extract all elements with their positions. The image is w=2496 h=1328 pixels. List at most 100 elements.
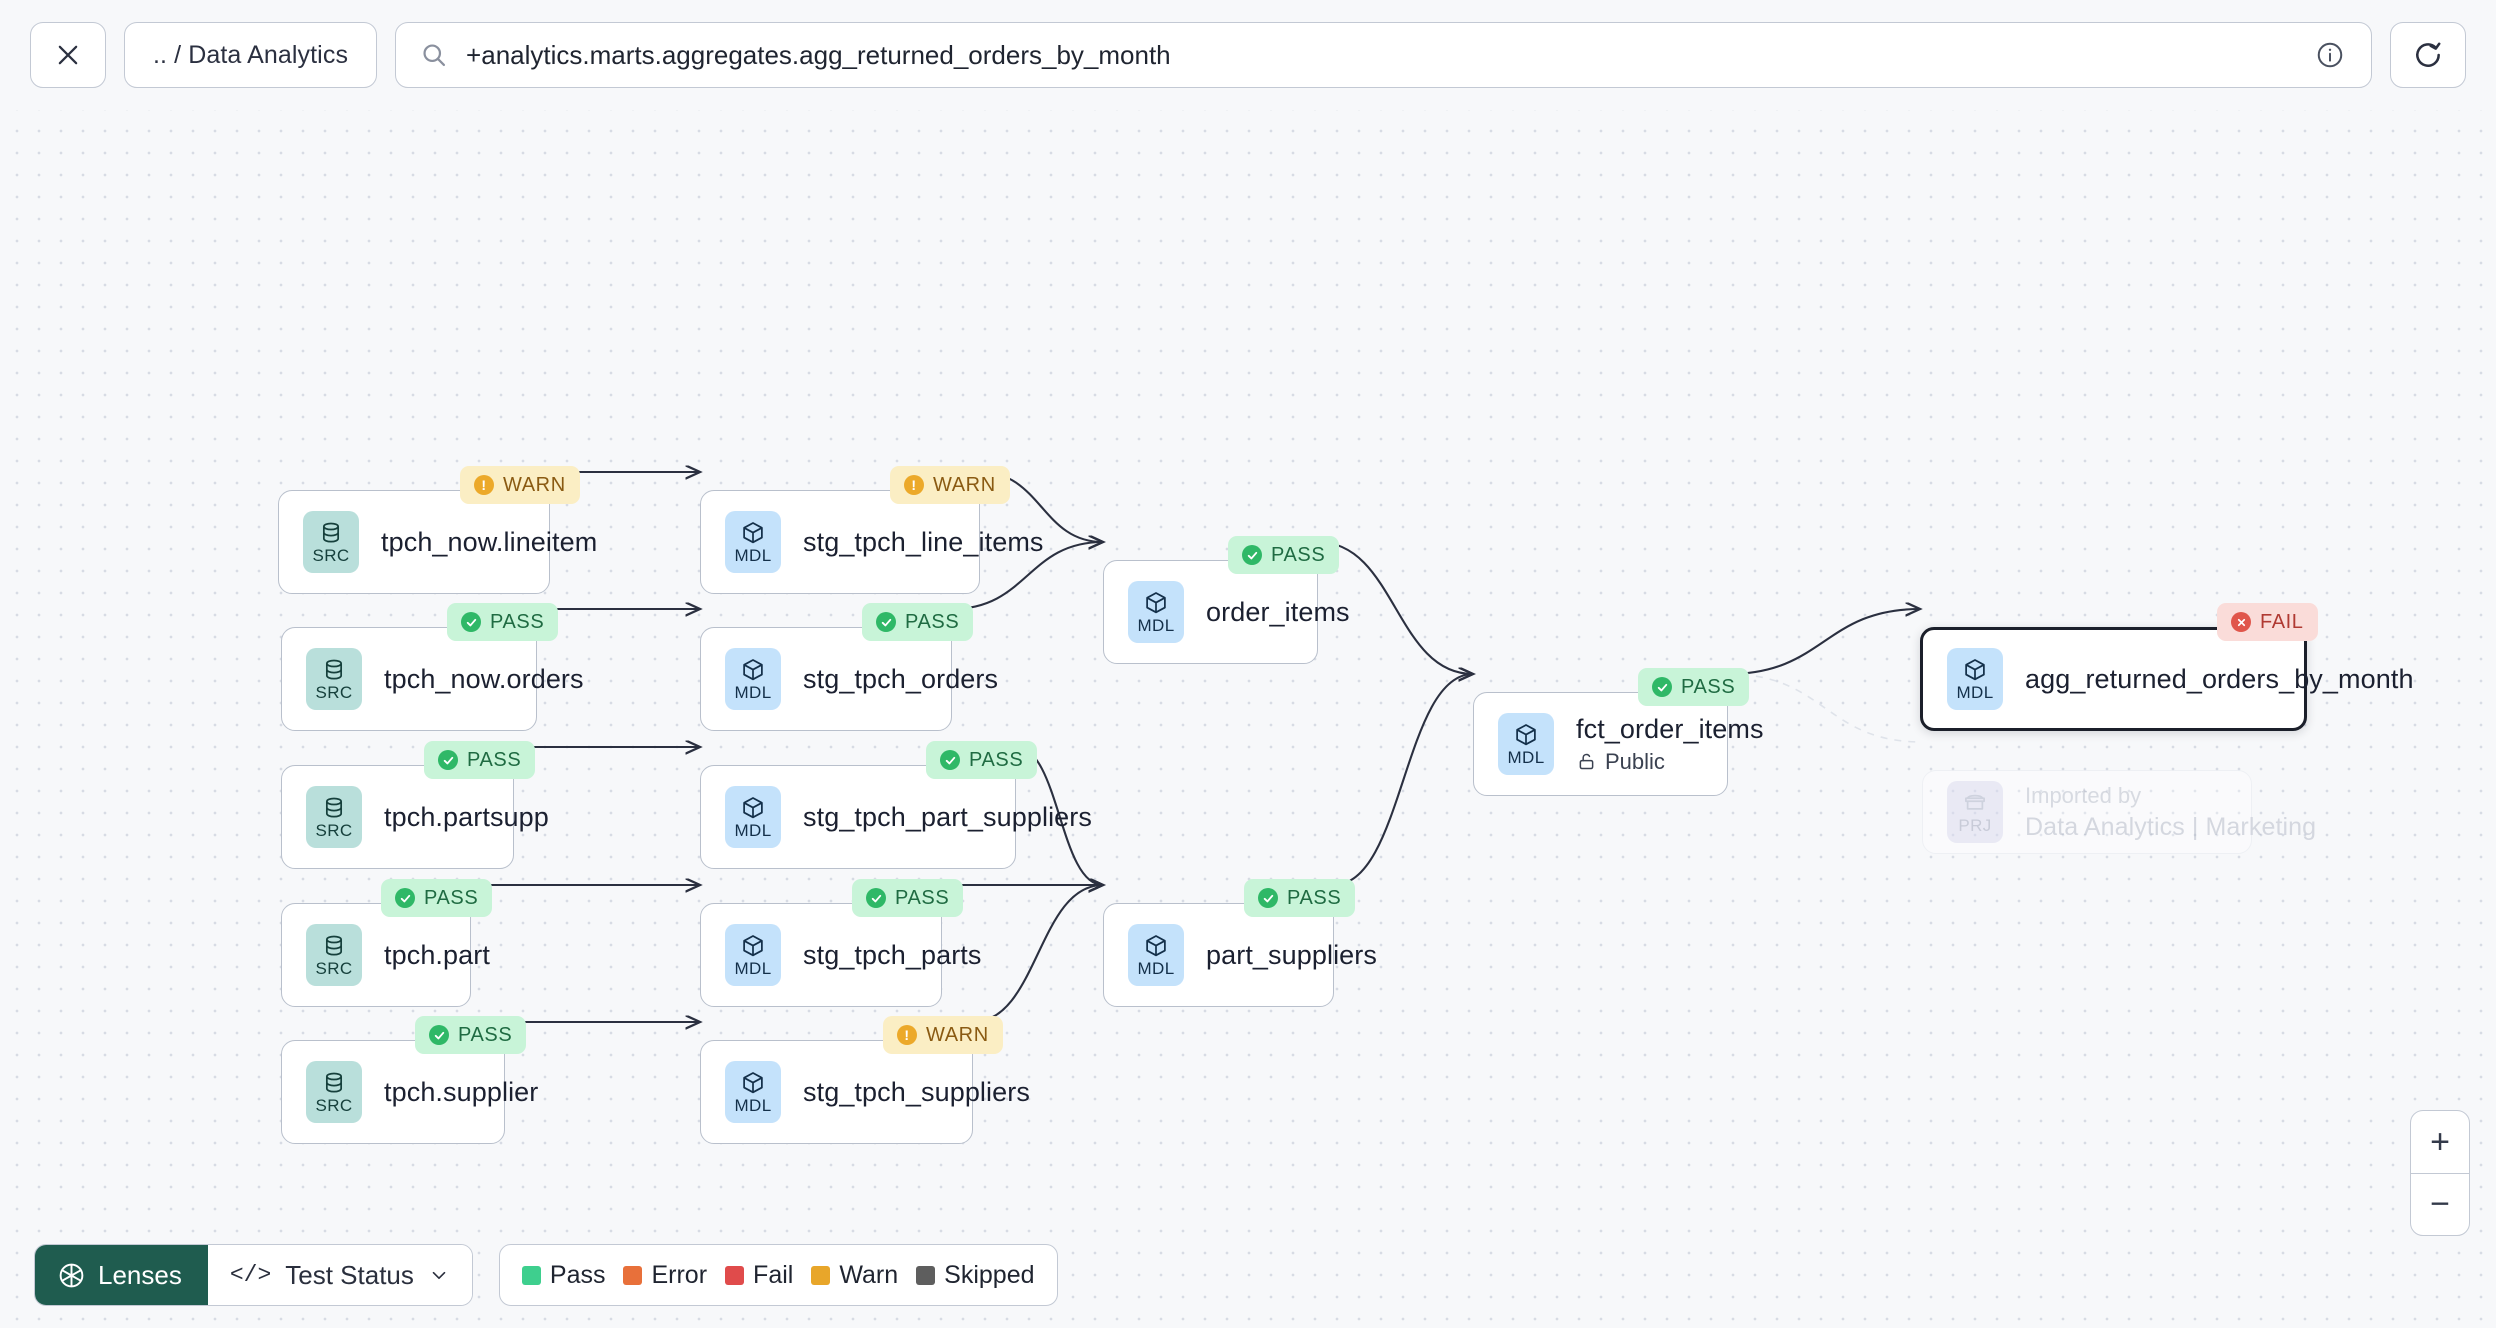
status-badge-pass[interactable]: PASS	[1638, 668, 1750, 706]
top-toolbar: .. / Data Analytics +analytics.marts.agg…	[0, 0, 2496, 110]
prj-type-chip: PRJ	[1947, 781, 2003, 843]
status-badge-label: PASS	[1681, 675, 1736, 698]
search-input[interactable]: +analytics.marts.aggregates.agg_returned…	[466, 39, 1171, 70]
status-badge-pass[interactable]: PASS	[447, 603, 559, 641]
lineage-edge	[1727, 609, 1920, 676]
mdl-icon	[1143, 933, 1169, 959]
node-labels: stg_tpch_part_suppliers	[803, 802, 1092, 833]
status-dot-icon: !	[474, 475, 494, 495]
status-dot-icon	[429, 1025, 449, 1045]
status-badge-warn[interactable]: ! WARN	[883, 1016, 1003, 1054]
lineage-edge	[1333, 674, 1473, 887]
legend-item-warn[interactable]: Warn	[811, 1261, 898, 1290]
status-dot-icon	[866, 888, 886, 908]
node-type-label: MDL	[1137, 616, 1175, 635]
lineage-node-order-items[interactable]: MDL order_items	[1103, 560, 1350, 664]
node-type-label: MDL	[734, 821, 772, 840]
node-labels: tpch.partsupp	[384, 802, 549, 833]
node-type-label: SRC	[312, 546, 350, 565]
node-title: tpch.supplier	[384, 1076, 539, 1107]
legend-item-skipped[interactable]: Skipped	[916, 1260, 1035, 1290]
code-icon: </>	[229, 1262, 272, 1288]
zoom-in-button[interactable]: +	[2430, 1122, 2450, 1161]
lineage-node-part-suppliers[interactable]: MDL part_suppliers	[1103, 903, 1377, 1007]
status-badge-fail[interactable]: FAIL	[2217, 603, 2318, 641]
status-dot-icon: !	[897, 1025, 917, 1045]
lenses-label: Lenses	[98, 1259, 182, 1290]
legend-item-fail[interactable]: Fail	[725, 1261, 793, 1290]
status-badge-label: WARN	[926, 1023, 989, 1046]
lenses-group: Lenses </> Test Status	[34, 1244, 473, 1306]
status-badge-pass[interactable]: PASS	[381, 879, 493, 917]
lineage-node-stg-tpch-part-suppliers[interactable]: MDL stg_tpch_part_suppliers	[700, 765, 1092, 869]
legend-label: Skipped	[944, 1260, 1035, 1289]
status-badge-label: PASS	[467, 748, 522, 771]
status-badge-warn[interactable]: !WARN	[890, 466, 1010, 504]
status-badge-label: PASS	[905, 610, 960, 633]
node-type-label: MDL	[734, 959, 772, 978]
status-badge-pass[interactable]: PASS	[862, 603, 974, 641]
legend-item-error[interactable]: Error	[623, 1261, 707, 1290]
status-badge-pass[interactable]: PASS	[424, 741, 536, 779]
status-badge-pass[interactable]: PASS	[926, 741, 1038, 779]
status-badge-pass[interactable]: PASS	[1228, 536, 1340, 574]
legend-item-pass[interactable]: Pass	[521, 1261, 605, 1290]
status-badge-warn[interactable]: !WARN	[460, 466, 580, 504]
bottom-toolbar: Lenses </> Test Status Pass Error Fail Warn…	[34, 1244, 1058, 1306]
node-title: stg_tpch_part_suppliers	[803, 801, 1092, 832]
status-badge-pass[interactable]: PASS	[415, 1016, 527, 1054]
breadcrumb[interactable]: .. / Data Analytics	[124, 22, 378, 88]
node-type-label: PRJ	[1958, 816, 1992, 835]
node-labels: part_suppliers	[1206, 940, 1377, 971]
node-labels: order_items	[1206, 597, 1350, 628]
mdl-type-chip: MDL	[1128, 924, 1184, 986]
status-badge-label: PASS	[424, 886, 479, 909]
status-badge-pass[interactable]: PASS	[1244, 879, 1356, 917]
node-title: tpch_now.orders	[384, 663, 584, 694]
search-field[interactable]: +analytics.marts.aggregates.agg_returned…	[395, 22, 2372, 88]
node-labels: tpch_now.lineitem	[381, 527, 597, 558]
node-type-label: MDL	[734, 1096, 772, 1115]
lineage-node-stg-tpch-suppliers[interactable]: MDL stg_tpch_suppliers	[700, 1040, 1030, 1144]
legend-label: Fail	[753, 1260, 794, 1289]
node-subtitle-top: Imported by	[2025, 782, 2142, 808]
legend-swatch	[623, 1265, 643, 1285]
close-button[interactable]	[30, 22, 106, 88]
node-labels: stg_tpch_line_items	[803, 527, 1044, 558]
status-dot-icon	[2231, 612, 2251, 632]
lineage-node-tpch-now-lineitem[interactable]: SRC tpch_now.lineitem	[278, 490, 597, 594]
test-status-dropdown[interactable]: </> Test Status	[207, 1245, 472, 1305]
src-type-chip: SRC	[306, 786, 362, 848]
status-badge-label: PASS	[1287, 886, 1342, 909]
mdl-type-chip: MDL	[1947, 648, 2003, 710]
node-labels: agg_returned_orders_by_month	[2025, 664, 2414, 695]
lineage-node-tpch-partsupp[interactable]: SRC tpch.partsupp	[281, 765, 549, 869]
status-badge-label: PASS	[458, 1023, 513, 1046]
src-type-chip: SRC	[303, 511, 359, 573]
lineage-node-agg-returned-orders-by-month[interactable]: MDL agg_returned_orders_by_month	[1920, 627, 2413, 731]
lineage-edge	[972, 885, 1103, 1024]
mdl-type-chip: MDL	[1498, 713, 1554, 775]
node-type-label: MDL	[1507, 748, 1545, 767]
status-dot-icon	[1652, 677, 1672, 697]
mdl-icon	[740, 1070, 766, 1096]
info-icon[interactable]	[2315, 40, 2345, 70]
close-icon	[54, 41, 82, 69]
lenses-button[interactable]: Lenses	[35, 1245, 208, 1305]
mdl-type-chip: MDL	[1128, 581, 1184, 643]
status-badge-pass[interactable]: PASS	[852, 879, 964, 917]
node-labels: stg_tpch_suppliers	[803, 1077, 1030, 1108]
status-badge-label: PASS	[1271, 543, 1326, 566]
refresh-button[interactable]	[2390, 22, 2466, 88]
zoom-out-button[interactable]: −	[2411, 1173, 2469, 1235]
